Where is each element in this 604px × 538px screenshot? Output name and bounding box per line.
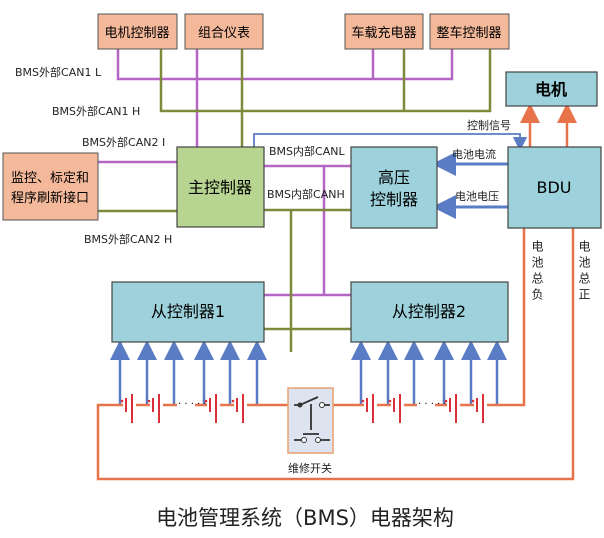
slave-2-label: 从控制器2 [392, 302, 466, 321]
slave-1-label: 从控制器1 [151, 302, 225, 321]
slave-controller-2[interactable]: 从控制器2 [350, 281, 509, 343]
battery-cell-icon [204, 394, 220, 423]
battery-cell-icon [120, 394, 136, 423]
control-signal-line [253, 133, 528, 152]
main-controller-box[interactable]: 主控制器 [176, 146, 265, 228]
monitor-interface-box[interactable]: 监控、标定和 程序刷新接口 [2, 152, 99, 221]
battery-cell-icon [444, 394, 460, 423]
can2-h-label: BMS外部CAN2 H [84, 232, 172, 246]
total-positive-line [96, 228, 575, 481]
can2-l-label: BMS外部CAN2 I [82, 135, 165, 149]
battery-cell-icon [388, 394, 404, 423]
battery-cell-icon [361, 394, 377, 423]
monitor-label-line1: 监控、标定和 [11, 171, 89, 186]
motor-label: 电机 [535, 80, 567, 99]
vehicle-controller-label: 整车控制器 [436, 25, 501, 41]
hv-controller-box[interactable]: 高压 控制器 [350, 146, 438, 229]
cell-gap [417, 403, 435, 407]
battery-cell-icon [231, 394, 247, 423]
battery-voltage-label: 电池电压 [455, 190, 499, 203]
cell-gap [177, 403, 195, 407]
onboard-charger-box[interactable]: 车载充电器 [344, 13, 424, 50]
service-switch[interactable] [287, 387, 334, 454]
can1-h-label: BMS外部CAN1 H [52, 104, 140, 118]
control-signal-label: 控制信号 [467, 118, 511, 132]
battery-cell-icon [147, 394, 163, 423]
battery-current-label: 电池电流 [452, 147, 496, 161]
motor-box[interactable]: 电机 [505, 71, 598, 107]
monitor-label-line2: 程序刷新接口 [11, 190, 89, 206]
battery-cells: · · · · · · · · · · [112, 394, 505, 423]
internal-canh-label: BMS内部CANH [267, 187, 345, 201]
service-switch-label: 维修开关 [288, 461, 332, 475]
internal-canl-label: BMS内部CANL [269, 144, 345, 158]
bdu-label: BDU [536, 178, 571, 197]
hv-controller-line2: 控制器 [370, 190, 418, 209]
can1-h-bus [159, 49, 492, 147]
diagram-title: 电池管理系统（BMS）电器架构 [156, 506, 454, 530]
main-controller-label: 主控制器 [188, 178, 252, 197]
total-negative-label: 电池总负 [530, 240, 544, 304]
onboard-charger-label: 车载充电器 [351, 25, 416, 41]
vehicle-controller-box[interactable]: 整车控制器 [429, 13, 510, 50]
total-positive-label: 电池总正 [577, 240, 591, 304]
cell-sense-arrows [110, 340, 507, 405]
internal-canl-bus [264, 164, 351, 297]
hv-controller-line1: 高压 [378, 168, 410, 187]
motor-controller-label: 电机控制器 [104, 26, 169, 41]
instrument-label: 组合仪表 [198, 26, 250, 41]
battery-cell-icon [471, 394, 487, 423]
can1-l-label: BMS外部CAN1 L [15, 65, 102, 79]
total-negative-line [505, 228, 526, 407]
instrument-box[interactable]: 组合仪表 [184, 13, 264, 50]
ellipsis-dots: · · · · · [418, 399, 447, 410]
ellipsis-dots: · · · · · [178, 399, 207, 410]
bdu-box[interactable]: BDU [507, 146, 602, 229]
motor-controller-box[interactable]: 电机控制器 [97, 13, 178, 50]
internal-canh-bus [264, 208, 351, 352]
can1-l-bus [116, 49, 454, 147]
slave-controller-1[interactable]: 从控制器1 [111, 281, 265, 343]
